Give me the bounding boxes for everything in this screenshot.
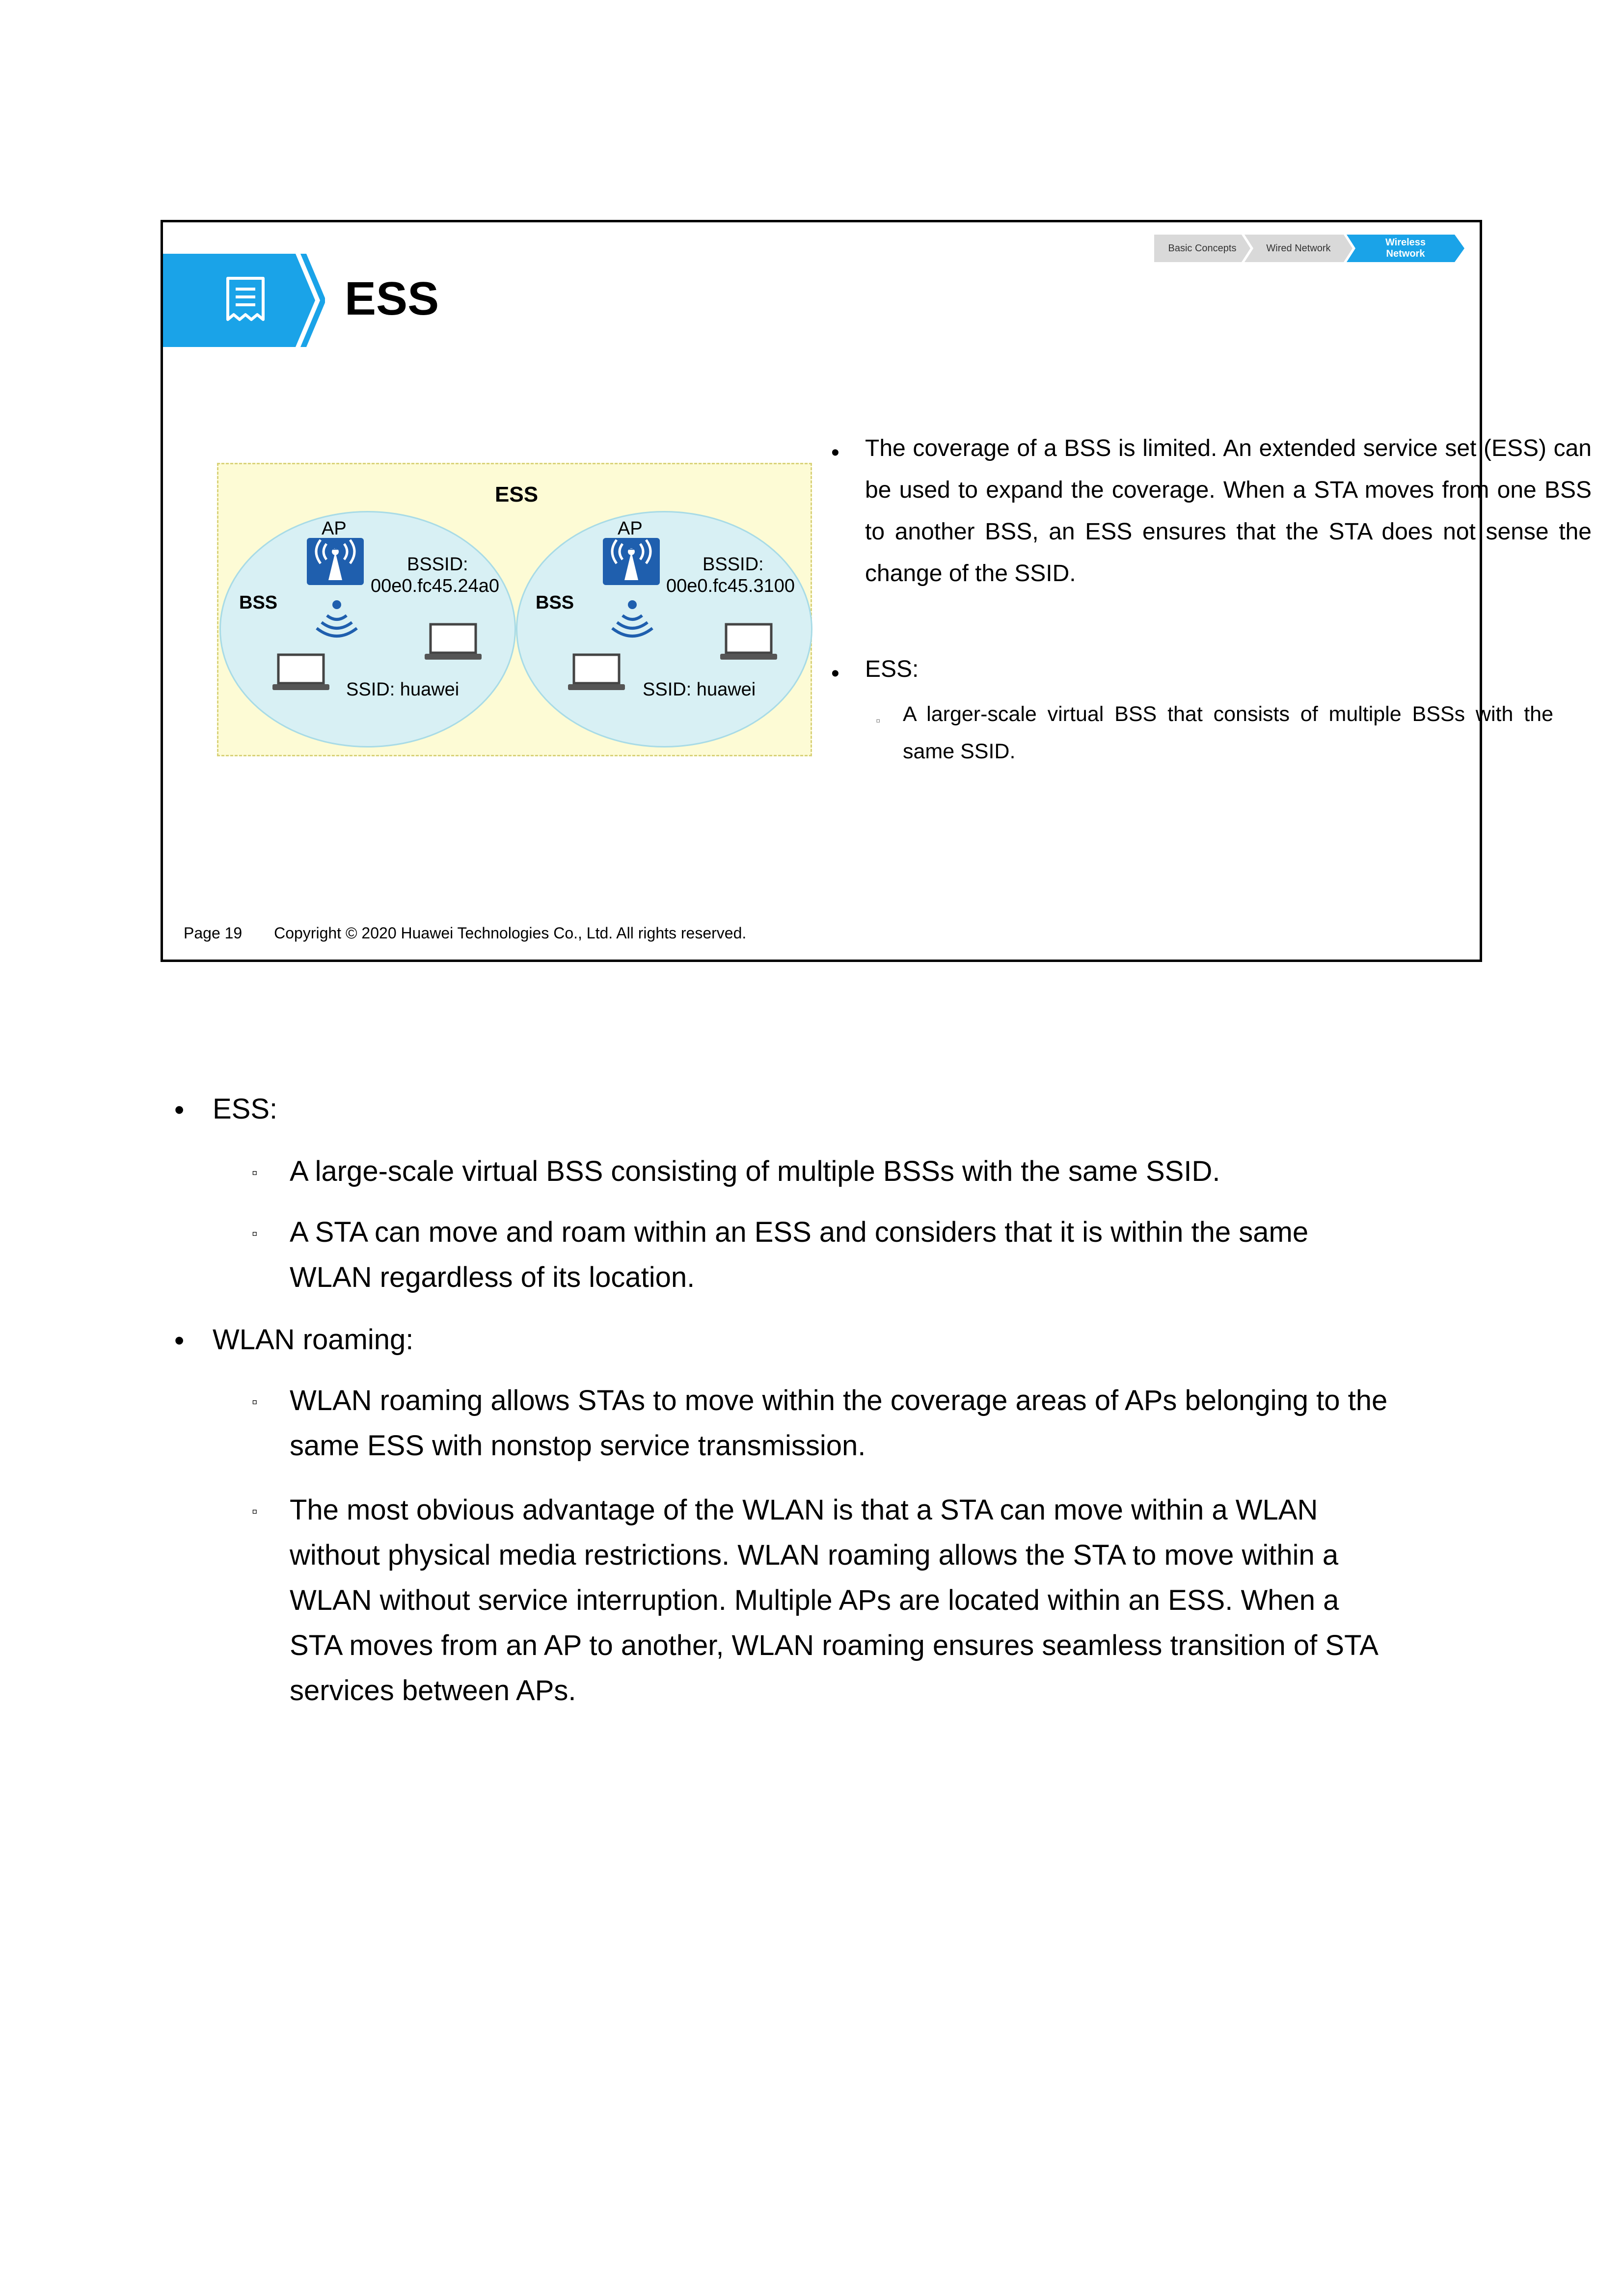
bssid-label: BSSID: <box>407 554 468 575</box>
notes-ess-heading: ESS: <box>213 1093 278 1125</box>
sub-bullet-marker: ▫ <box>252 1502 258 1520</box>
sub-bullet-marker: ▫ <box>876 713 881 728</box>
ess-label: ESS <box>495 482 539 507</box>
bullet-marker: • <box>174 1094 185 1126</box>
notes-roaming-heading: WLAN roaming: <box>213 1324 414 1356</box>
page-number: Page 19 <box>184 924 243 942</box>
notes-ess-item: A large-scale virtual BSS consisting of … <box>290 1155 1220 1187</box>
ap-number: 1 <box>331 537 340 553</box>
bssid-value: 00e0.fc45.24a0 <box>371 576 500 596</box>
notes-roaming-item: WLAN roaming allows STAs to move within … <box>290 1385 1388 1462</box>
wireless-signal-icon <box>315 598 359 641</box>
copyright: Copyright © 2020 Huawei Technologies Co.… <box>274 924 747 942</box>
bullet-marker: • <box>174 1325 185 1357</box>
ap-label: AP <box>322 518 347 539</box>
slide-sub-bullet-ess: A larger-scale virtual BSS that consists… <box>903 702 1553 763</box>
ssid-label: SSID: huawei <box>643 679 756 700</box>
wireless-signal-icon <box>610 598 654 641</box>
document-icon <box>225 275 266 327</box>
ess-diagram: ESS BSS AP 1 BSSID: 00 <box>217 463 812 756</box>
bullet-marker: • <box>831 440 839 466</box>
bullet-marker: • <box>831 661 839 687</box>
breadcrumb-item-wired-network: Wired Network <box>1244 235 1352 262</box>
slide-title: ESS <box>345 272 439 325</box>
access-point-icon <box>307 538 364 587</box>
sub-bullet-marker: ▫ <box>252 1164 258 1181</box>
slide-bullet-ess: ESS: <box>865 656 919 682</box>
laptop-icon <box>271 653 330 694</box>
bssid-label: BSSID: <box>703 554 764 575</box>
laptop-icon <box>567 653 626 694</box>
laptop-icon <box>424 622 483 664</box>
ssid-label: SSID: huawei <box>346 679 460 700</box>
notes-ess-item: A STA can move and roam within an ESS an… <box>290 1216 1309 1293</box>
laptop-icon <box>719 622 778 664</box>
bssid-value: 00e0.fc45.3100 <box>666 576 795 596</box>
notes-roaming-item: The most obvious advantage of the WLAN i… <box>290 1494 1379 1707</box>
sub-bullet-marker: ▫ <box>252 1225 258 1242</box>
access-point-icon <box>603 538 660 587</box>
ap-label: AP <box>618 518 643 539</box>
bss-label: BSS <box>536 592 574 613</box>
slide-footer: Page 19 Copyright © 2020 Huawei Technolo… <box>184 924 746 942</box>
slide-bullet-coverage: The coverage of a BSS is limited. An ext… <box>865 435 1592 587</box>
slide-frame: ESS Basic Concepts Wired Network Wireles… <box>161 220 1592 962</box>
bss-label: BSS <box>239 592 278 613</box>
ap-number: 2 <box>627 537 636 553</box>
breadcrumb-item-wireless-network: Wireless Network <box>1347 235 1464 262</box>
sub-bullet-marker: ▫ <box>252 1393 258 1411</box>
title-banner <box>163 254 326 349</box>
breadcrumb-item-basic-concepts: Basic Concepts <box>1154 235 1250 262</box>
